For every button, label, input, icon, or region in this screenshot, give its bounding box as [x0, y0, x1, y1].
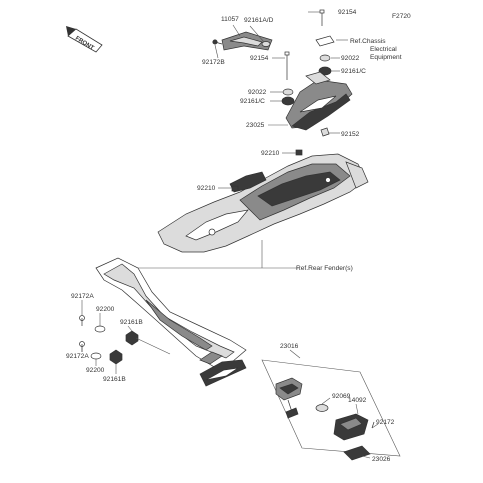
callout-92200-bot: 92200 — [86, 367, 105, 374]
plate-light-box — [261, 359, 401, 457]
callout-92172b: 92172B — [202, 59, 225, 66]
fastener-92210-b — [231, 185, 239, 192]
callout-92210-a: 92210 — [261, 150, 280, 157]
grommet-left — [281, 96, 295, 106]
callout-92154-top: 92154 — [338, 9, 357, 16]
ref-rear-fender: Ref.Rear Fender(s) — [296, 265, 353, 272]
rear-fender-body — [157, 153, 369, 253]
washer-92200-bot — [90, 352, 102, 360]
callout-14092: 14092 — [348, 397, 367, 404]
washer-92200-top — [94, 325, 106, 333]
clip-92152 — [320, 127, 330, 137]
callout-92154-mid: 92154 — [250, 55, 269, 62]
collar-right — [319, 54, 331, 62]
ref-chassis-line3: Equipment — [370, 54, 402, 61]
callout-92152: 92152 — [341, 131, 360, 138]
lens-highlight — [339, 417, 363, 431]
bolt-92172a-top — [79, 315, 85, 326]
plate-light-23016 — [275, 377, 303, 419]
callout-92069: 92069 — [332, 393, 351, 400]
bolt-92154-mid — [284, 51, 290, 80]
callout-92172a-top: 92172A — [71, 293, 94, 300]
callout-92161c-right: 92161/C — [341, 68, 366, 75]
ref-chassis-line1: Ref.Chassis — [350, 38, 386, 45]
callout-23025: 23025 — [246, 122, 265, 129]
callout-92210-b: 92210 — [197, 185, 216, 192]
license-bracket-assembly — [95, 257, 247, 387]
callout-92161b-top: 92161B — [120, 319, 143, 326]
bulb-92069 — [315, 404, 329, 412]
nut-92161b-bot — [109, 349, 123, 365]
callout-92022-right: 92022 — [341, 55, 360, 62]
callout-23026: 23026 — [372, 456, 391, 463]
ref-chassis-line2: Electrical — [370, 46, 397, 53]
callout-92161c-left: 92161/C — [240, 98, 265, 105]
fastener-92210-a — [295, 149, 303, 156]
callout-11057: 11057 — [221, 16, 239, 23]
leader-lines — [81, 11, 379, 459]
callout-92161a-d: 92161A/D — [244, 17, 274, 24]
cover-23026 — [343, 445, 371, 461]
front-arrow-icon: FRONT — [66, 26, 103, 53]
callout-92172a-bot: 92172A — [66, 353, 89, 360]
callout-92172: 92172 — [376, 419, 395, 426]
bolt-92154-top — [319, 9, 325, 26]
callout-92022-left: 92022 — [248, 89, 267, 96]
collar-left — [282, 88, 294, 96]
plate — [315, 35, 335, 47]
callout-92161b-bot: 92161B — [103, 376, 126, 383]
diagram-code: F2720 — [392, 13, 411, 20]
screw-92172 — [371, 421, 375, 429]
bracket-23025 — [285, 71, 353, 131]
callout-23016: 23016 — [280, 343, 299, 350]
callout-92200-top: 92200 — [96, 306, 115, 313]
